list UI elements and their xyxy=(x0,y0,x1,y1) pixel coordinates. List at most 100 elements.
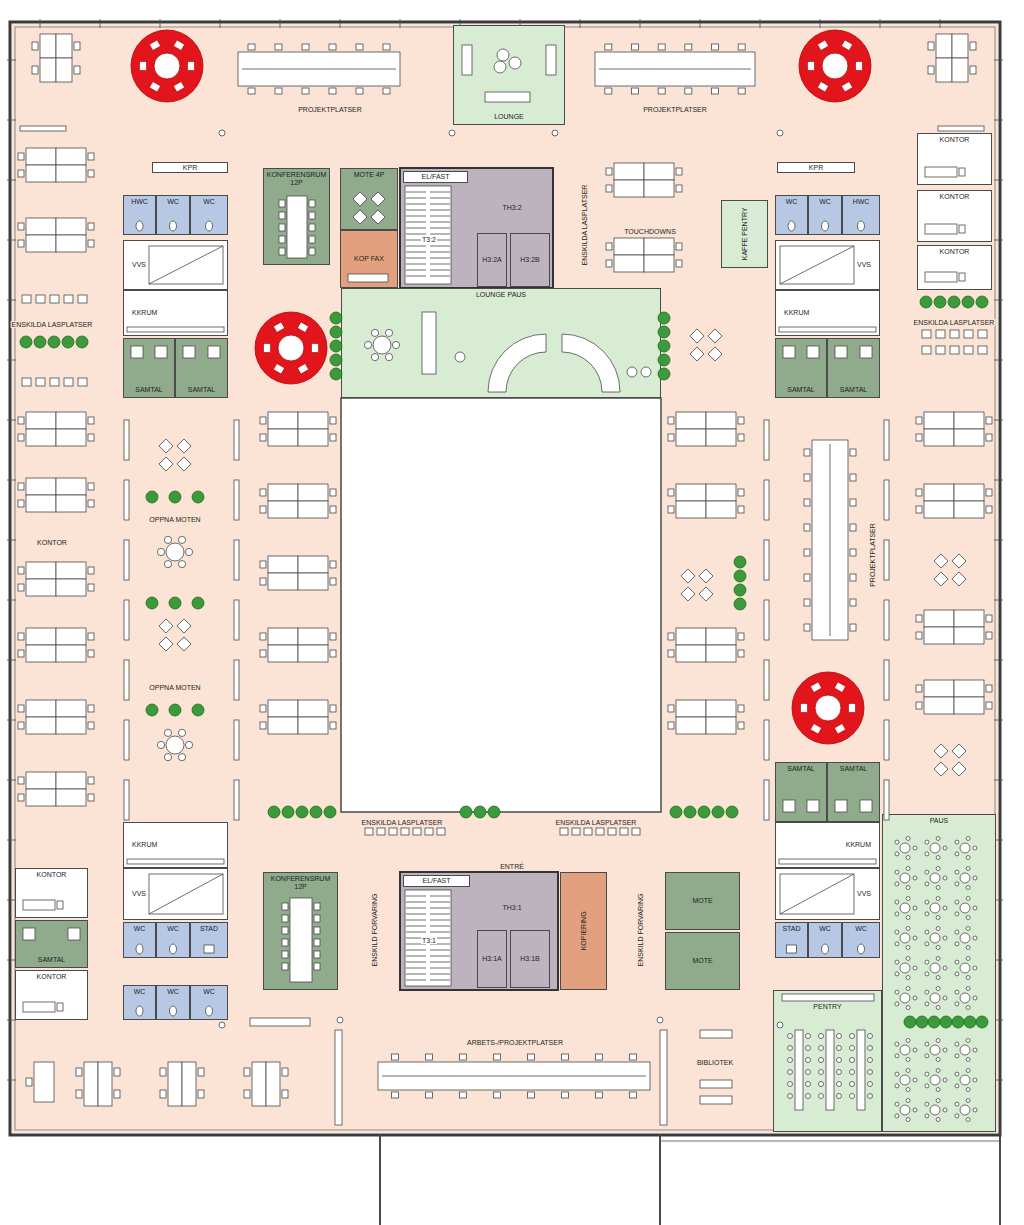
bench xyxy=(234,540,239,580)
chair xyxy=(868,1058,873,1063)
desk xyxy=(56,148,86,165)
room-box: H3:2A xyxy=(477,233,507,287)
plant xyxy=(952,1016,964,1028)
plant xyxy=(296,806,308,818)
desk xyxy=(706,717,736,734)
lounge-chair xyxy=(177,619,191,633)
chair xyxy=(895,1102,899,1106)
dining-table xyxy=(857,1030,865,1110)
lounge-chair xyxy=(353,192,367,206)
label-holder: TOUCHDOWNS xyxy=(623,220,677,238)
chair xyxy=(970,66,976,74)
desk xyxy=(954,697,984,714)
round-table xyxy=(960,1105,970,1115)
desk xyxy=(26,495,56,512)
reading-seat xyxy=(936,330,945,338)
chair xyxy=(966,1038,970,1042)
room-box: KONTOR xyxy=(917,190,992,242)
desk xyxy=(56,235,86,252)
chair xyxy=(738,722,744,729)
window-mullion xyxy=(994,600,1003,601)
reading-seat xyxy=(560,828,568,835)
lounge-chair xyxy=(681,569,695,583)
desk xyxy=(924,697,954,714)
chair xyxy=(913,1078,917,1082)
chair xyxy=(804,524,810,531)
chair xyxy=(966,976,970,980)
chair xyxy=(868,1094,873,1099)
chair xyxy=(849,704,856,713)
round-table xyxy=(960,933,970,943)
plant xyxy=(62,336,74,348)
chair xyxy=(658,88,665,94)
desk xyxy=(676,628,706,645)
chair xyxy=(955,930,959,934)
chair xyxy=(895,912,899,916)
chair xyxy=(936,1068,940,1072)
chair xyxy=(986,417,992,424)
toilet xyxy=(788,221,795,231)
reading-seat xyxy=(377,828,385,835)
stool xyxy=(641,367,651,377)
stair-tread xyxy=(406,276,426,277)
chair xyxy=(632,44,639,50)
reading-seat xyxy=(365,828,373,835)
chair xyxy=(955,972,959,976)
chair xyxy=(788,1094,793,1099)
toilet xyxy=(136,944,143,954)
chair xyxy=(260,722,266,729)
bench xyxy=(124,540,129,580)
window-line xyxy=(15,27,995,1130)
chair xyxy=(330,722,336,729)
chair xyxy=(955,840,959,844)
round-table xyxy=(900,873,910,883)
desk xyxy=(268,700,298,717)
plant xyxy=(34,336,46,348)
chair xyxy=(966,1068,970,1072)
desk xyxy=(644,180,674,197)
plant xyxy=(324,806,336,818)
room-name: WC xyxy=(166,925,180,933)
chair xyxy=(140,62,147,71)
sofa xyxy=(462,45,472,75)
chair xyxy=(371,329,378,336)
room-name: VVS xyxy=(131,261,147,269)
desk xyxy=(252,1062,266,1106)
room-box: VVS xyxy=(123,240,228,290)
chair xyxy=(925,1114,929,1118)
plant xyxy=(904,1016,916,1028)
chair xyxy=(834,724,845,735)
desk xyxy=(676,484,706,501)
stair-tread xyxy=(430,956,450,957)
chair xyxy=(906,866,910,870)
chair xyxy=(986,434,992,441)
reading-seat xyxy=(572,828,580,835)
room-name: PENTRY xyxy=(812,1003,842,1011)
desk xyxy=(268,501,298,518)
bench xyxy=(764,420,769,460)
label-holder: PROJEKTPLATSER xyxy=(297,98,363,116)
label-holder: T3:2 xyxy=(421,228,437,246)
room-box: EL/FAST xyxy=(403,875,470,887)
bench xyxy=(884,600,889,640)
stair-tread xyxy=(406,932,426,933)
chair xyxy=(819,1070,824,1075)
chair xyxy=(26,1078,32,1086)
chair xyxy=(668,633,674,640)
chair xyxy=(282,1068,288,1076)
bench xyxy=(764,480,769,520)
chair xyxy=(895,840,899,844)
chair xyxy=(309,236,315,243)
chair xyxy=(297,322,308,333)
chair xyxy=(955,900,959,904)
armchair xyxy=(208,346,220,358)
chair xyxy=(808,62,815,71)
chair xyxy=(936,986,940,990)
window-mullion xyxy=(7,840,16,841)
room-name: KKRUM xyxy=(131,841,158,849)
toilet xyxy=(858,944,865,954)
chair xyxy=(275,88,282,94)
chair xyxy=(114,1068,120,1076)
column xyxy=(337,1017,343,1023)
stair-tread xyxy=(430,198,450,199)
